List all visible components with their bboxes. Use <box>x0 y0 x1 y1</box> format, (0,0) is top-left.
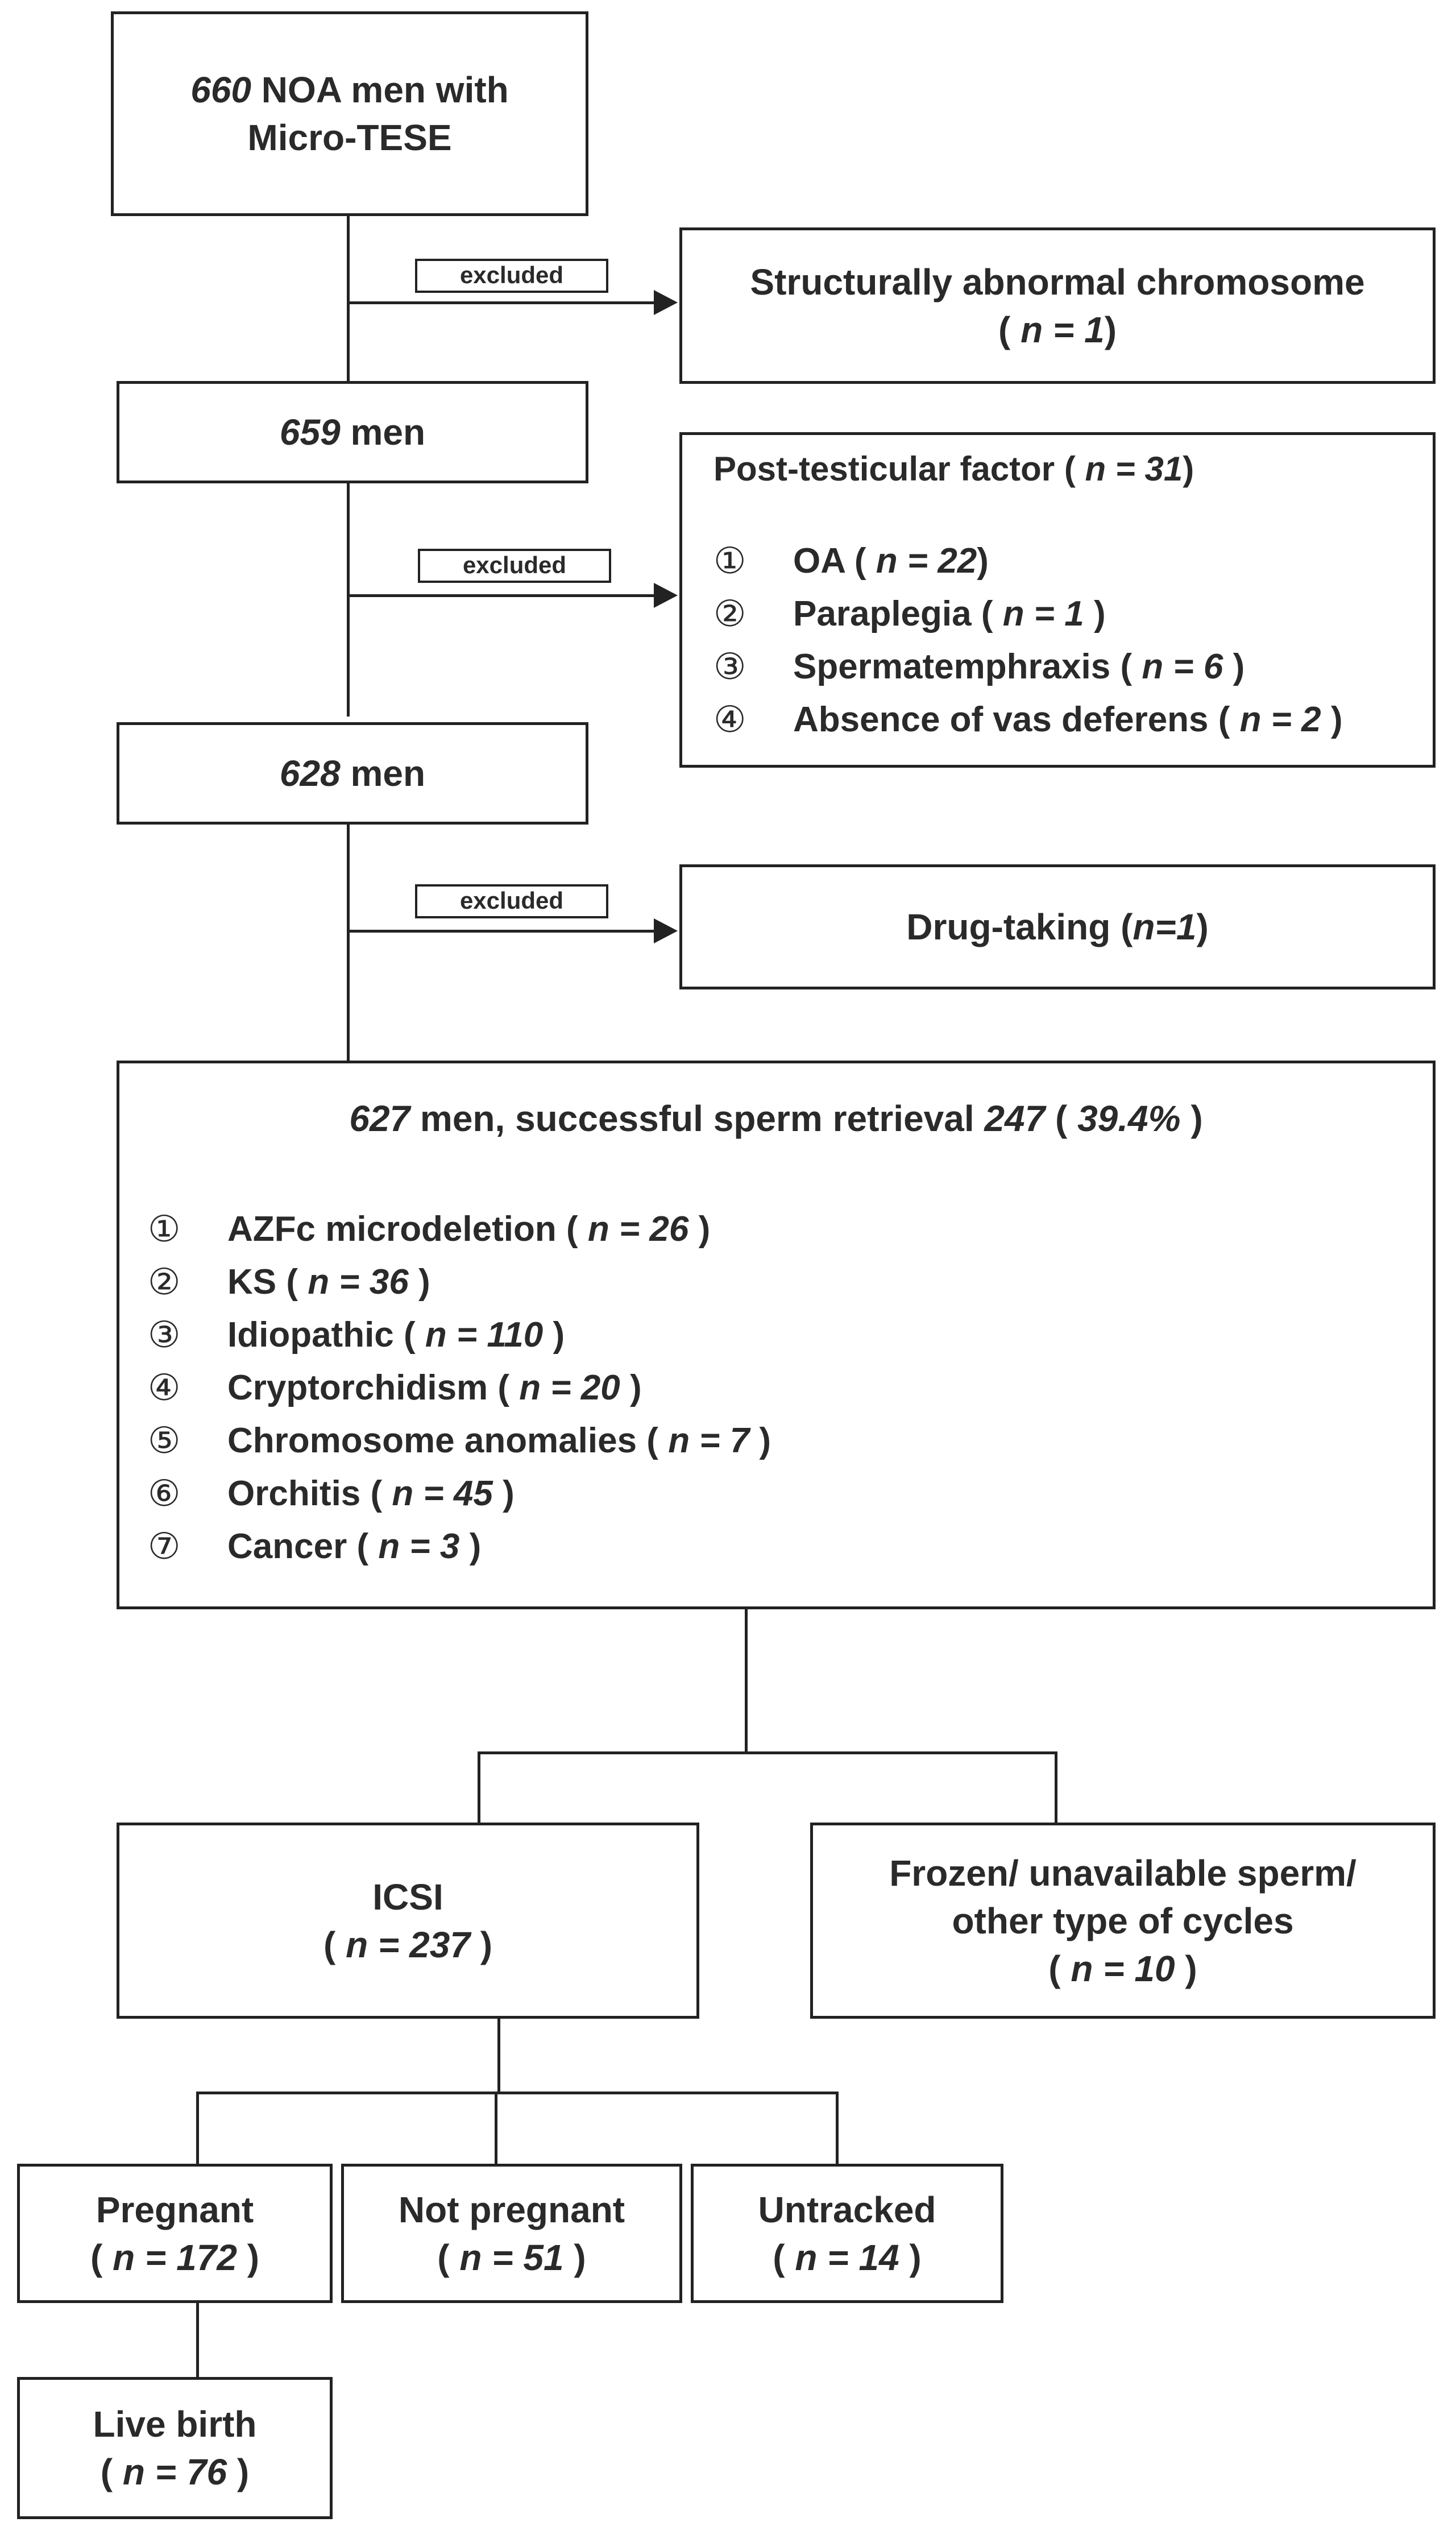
excl1-count: ( n = 1) <box>998 309 1117 350</box>
box-628-men: 628 men <box>117 722 588 825</box>
arrow-line-excl2 <box>348 594 672 597</box>
start-line1: 660 NOA men with <box>190 69 509 110</box>
exclusion-box-chromosome: Structurally abnormal chromosome ( n = 1… <box>679 227 1436 384</box>
connector-icsi-down <box>497 2018 500 2093</box>
count-659: 659 <box>279 412 341 453</box>
count-628: 628 <box>279 753 341 794</box>
excl1-title: Structurally abnormal chromosome <box>750 261 1365 303</box>
exclusion-box-drug-taking: Drug-taking (n=1) <box>679 864 1436 989</box>
main-title: 627 men, successful sperm retrieval 247 … <box>349 1098 1203 1139</box>
excl2-title: Post-testicular factor ( n = 31) <box>714 450 1194 488</box>
start-count: 660 <box>190 69 252 110</box>
connector-to-frozen <box>1055 1751 1057 1825</box>
box-untracked: Untracked ( n = 14 ) <box>691 2164 1003 2303</box>
excluded-label-1: excluded <box>415 259 608 293</box>
excluded-label-3: excluded <box>415 884 608 918</box>
box-pregnant: Pregnant ( n = 172 ) <box>17 2164 333 2303</box>
arrow-line-excl3 <box>348 930 672 933</box>
box-659-men: 659 men <box>117 381 588 483</box>
connector-to-untracked <box>836 2092 839 2165</box>
box-frozen: Frozen/ unavailable sperm/ other type of… <box>810 1823 1436 2019</box>
start-line2: Micro-TESE <box>247 117 452 158</box>
connector-to-live-birth <box>196 2302 199 2379</box>
arrowhead-excl2 <box>654 583 678 608</box>
box-not-pregnant: Not pregnant ( n = 51 ) <box>341 2164 682 2303</box>
start-box: 660 NOA men with Micro-TESE <box>111 11 588 216</box>
connector-split-2 <box>196 2092 839 2094</box>
box-icsi: ICSI ( n = 237 ) <box>117 1823 699 2019</box>
arrowhead-excl3 <box>654 918 678 943</box>
box-live-birth: Live birth ( n = 76 ) <box>17 2377 333 2519</box>
connector-to-icsi <box>478 1751 480 1825</box>
connector-627-down <box>745 1608 748 1753</box>
connector-628-to-627 <box>347 819 350 1063</box>
connector-to-pregnant <box>196 2092 199 2165</box>
connector-659-to-628 <box>347 478 350 717</box>
arrowhead-excl1 <box>654 290 678 315</box>
excluded-label-2: excluded <box>418 549 611 583</box>
connector-to-not-pregnant <box>495 2092 497 2165</box>
box-627-men: 627 men, successful sperm retrieval 247 … <box>117 1061 1436 1609</box>
connector-split-1 <box>478 1751 1057 1754</box>
connector-start-to-659 <box>347 213 350 381</box>
arrow-line-excl1 <box>348 301 672 304</box>
